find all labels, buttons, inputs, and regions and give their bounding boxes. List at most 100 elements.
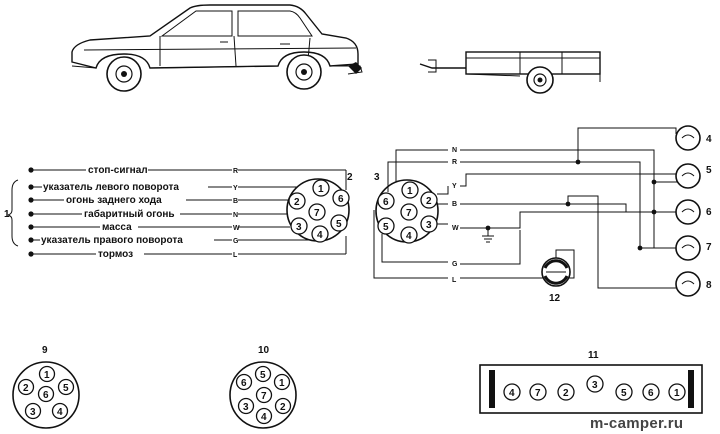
callout-motor: 12 <box>549 293 561 304</box>
lamp-6: 6 <box>675 199 712 225</box>
svg-text:8: 8 <box>706 280 712 291</box>
pin-4: 4 <box>311 225 329 243</box>
svg-text:6: 6 <box>706 207 712 218</box>
pin-1: 1 <box>312 179 330 197</box>
label-brake: тормоз <box>98 249 133 260</box>
terminal-dot <box>28 224 34 230</box>
callout-socket-right: 3 <box>374 172 380 183</box>
label-stop: стоп-сигнал <box>88 165 148 176</box>
svg-text:4: 4 <box>509 388 515 399</box>
svg-text:2: 2 <box>426 196 432 207</box>
code-right-turn: G <box>233 238 239 245</box>
svg-text:1: 1 <box>44 370 50 381</box>
code-parking: N <box>233 212 238 219</box>
row-left-turn: указатель левого поворота Y <box>28 182 313 193</box>
socket-view-9: 9 1 2 3 4 5 6 <box>12 345 80 429</box>
svg-text:4: 4 <box>317 230 323 241</box>
brake-motor: 12 <box>541 249 575 304</box>
lamp-7: 7 <box>675 235 712 261</box>
label-left-turn: указатель левого поворота <box>43 182 179 193</box>
terminal-strip: 11 4 7 2 3 5 6 1 <box>479 350 703 414</box>
svg-text:2: 2 <box>23 383 29 394</box>
svg-text:3: 3 <box>30 407 36 418</box>
terminal-dot <box>28 237 34 243</box>
pin-1: 1 <box>38 365 56 383</box>
row-reverse: огонь заднего хода B <box>28 195 290 206</box>
terminal-dot <box>28 197 34 203</box>
row-brake: тормоз L <box>28 236 347 260</box>
pin-2: 2 <box>288 192 306 210</box>
pin-6: 6 <box>37 385 55 403</box>
pin-5: 4 <box>255 407 273 425</box>
svg-text:5: 5 <box>63 383 69 394</box>
row-ground: масса W <box>28 222 290 233</box>
svg-text:3: 3 <box>296 222 302 233</box>
pin-3: 3 <box>420 215 438 233</box>
terminal-dot <box>28 167 34 173</box>
socket-main: 2 1 2 3 4 5 6 7 <box>286 172 353 243</box>
label-parking: габаритный огонь <box>84 208 175 220</box>
svg-text:6: 6 <box>338 194 344 205</box>
code-reverse: B <box>233 198 238 205</box>
pin-7: 7 <box>255 386 273 404</box>
svg-text:4: 4 <box>57 407 63 418</box>
code-b: B <box>452 201 457 208</box>
row-parking: габаритный огонь N <box>28 208 310 220</box>
svg-text:7: 7 <box>706 242 712 253</box>
pin-6: 6 <box>332 189 350 207</box>
strip-pin-7: 7 <box>529 383 547 401</box>
pin-7: 7 <box>400 203 418 221</box>
strip-pin-1: 1 <box>668 383 686 401</box>
svg-text:4: 4 <box>706 134 712 145</box>
pin-1: 1 <box>273 373 291 391</box>
svg-text:6: 6 <box>383 197 389 208</box>
pin-5: 5 <box>57 378 75 396</box>
pin-4: 4 <box>400 226 418 244</box>
callout-view-10: 10 <box>258 345 270 356</box>
car-illustration <box>71 4 363 92</box>
socket-view-10: 10 1 5 6 3 4 2 7 <box>229 345 297 429</box>
label-reverse: огонь заднего хода <box>66 195 162 206</box>
pin-5: 5 <box>377 217 395 235</box>
svg-text:7: 7 <box>535 388 541 399</box>
lamp-5: 5 <box>675 163 712 189</box>
svg-text:6: 6 <box>241 378 247 389</box>
label-right-turn: указатель правого поворота <box>41 235 183 246</box>
pin-5: 5 <box>330 214 348 232</box>
trailer-wiring: 3 1 2 3 4 5 6 7 N R Y B W G <box>373 127 680 289</box>
pin-4: 3 <box>237 397 255 415</box>
pin-2: 5 <box>254 365 272 383</box>
pin-4: 4 <box>51 402 69 420</box>
trailer-illustration <box>419 51 601 94</box>
callout-view-11: 11 <box>588 350 599 361</box>
strip-pin-3: 3 <box>586 375 604 393</box>
svg-text:2: 2 <box>563 388 569 399</box>
code-brake: L <box>233 252 238 259</box>
strip-pin-5: 5 <box>615 383 633 401</box>
svg-text:1: 1 <box>279 378 285 389</box>
pin-7: 7 <box>308 203 326 221</box>
strip-pin-4: 4 <box>503 383 521 401</box>
code-left-turn: Y <box>233 185 238 192</box>
svg-text:5: 5 <box>336 219 342 230</box>
callout-group: 1 <box>4 209 10 220</box>
svg-text:5: 5 <box>621 388 627 399</box>
code-ground: W <box>233 225 240 232</box>
callout-view-9: 9 <box>42 345 48 356</box>
pin-6: 6 <box>377 192 395 210</box>
pin-2: 2 <box>420 191 438 209</box>
code-y: Y <box>452 183 457 190</box>
pin-6: 2 <box>274 397 292 415</box>
pin-3: 6 <box>235 373 253 391</box>
code-n: N <box>452 147 457 154</box>
svg-text:1: 1 <box>318 184 324 195</box>
watermark: m-camper.ru <box>590 415 683 432</box>
svg-text:4: 4 <box>261 412 267 423</box>
code-w: W <box>452 225 459 232</box>
strip-pin-6: 6 <box>642 383 660 401</box>
svg-text:6: 6 <box>43 390 49 401</box>
svg-text:3: 3 <box>243 402 249 413</box>
svg-text:4: 4 <box>406 231 412 242</box>
lamp-8: 8 <box>675 271 712 297</box>
